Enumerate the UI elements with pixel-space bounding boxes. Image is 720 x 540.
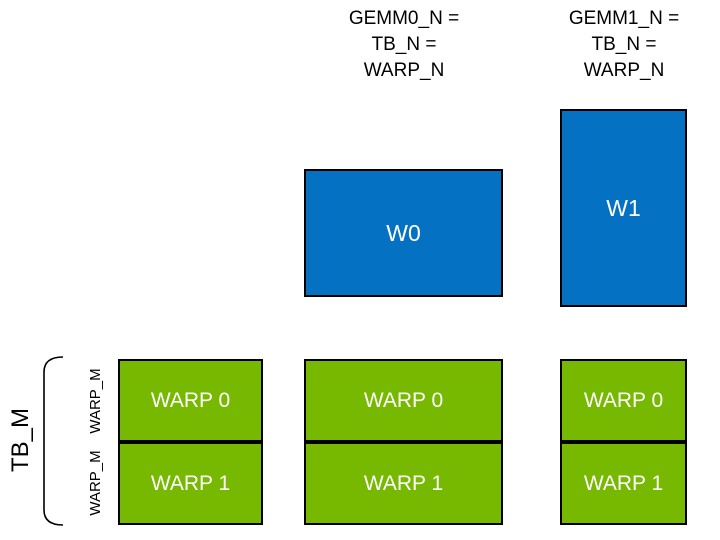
warp-row-label: WARP 1	[150, 471, 231, 495]
warp-stack-1-row-0: WARP 0	[118, 359, 263, 442]
header-line: WARP_N	[363, 60, 445, 81]
header-line: GEMM0_N =	[348, 8, 460, 29]
warp-tile-w1-label: W1	[606, 194, 641, 221]
warp-stack-1-row-1: WARP 1	[118, 442, 263, 525]
warp-row-label: WARP 0	[363, 388, 444, 412]
warp-tile-w0-label: W0	[386, 219, 421, 246]
gemm0-column-header: GEMM0_N = TB_N = WARP_N	[294, 6, 514, 84]
header-line: TB_N =	[591, 34, 657, 55]
warp-stack-2-row-1: WARP 1	[304, 442, 503, 525]
warp-stack-3-row-1: WARP 1	[560, 442, 687, 525]
warp-tile-w0: W0	[304, 169, 503, 297]
gemm1-column-header: GEMM1_N = TB_N = WARP_N	[534, 6, 714, 84]
header-line: GEMM1_N =	[568, 8, 680, 29]
warp-row-label: WARP 1	[583, 471, 664, 495]
warp-m-label-bottom: WARP_M	[87, 450, 104, 516]
warp-m-label-top: WARP_M	[87, 368, 104, 434]
warp-stack-2-row-0: WARP 0	[304, 359, 503, 442]
warp-stack-3-row-0: WARP 0	[560, 359, 687, 442]
warp-row-label: WARP 0	[583, 388, 664, 412]
header-line: WARP_N	[583, 60, 665, 81]
warp-row-label: WARP 0	[150, 388, 231, 412]
header-line: TB_N =	[371, 34, 437, 55]
warp-row-label: WARP 1	[363, 471, 444, 495]
tb-m-bracket	[43, 356, 64, 526]
tb-m-label: TB_M	[7, 408, 34, 473]
warp-tile-w1: W1	[560, 109, 687, 307]
